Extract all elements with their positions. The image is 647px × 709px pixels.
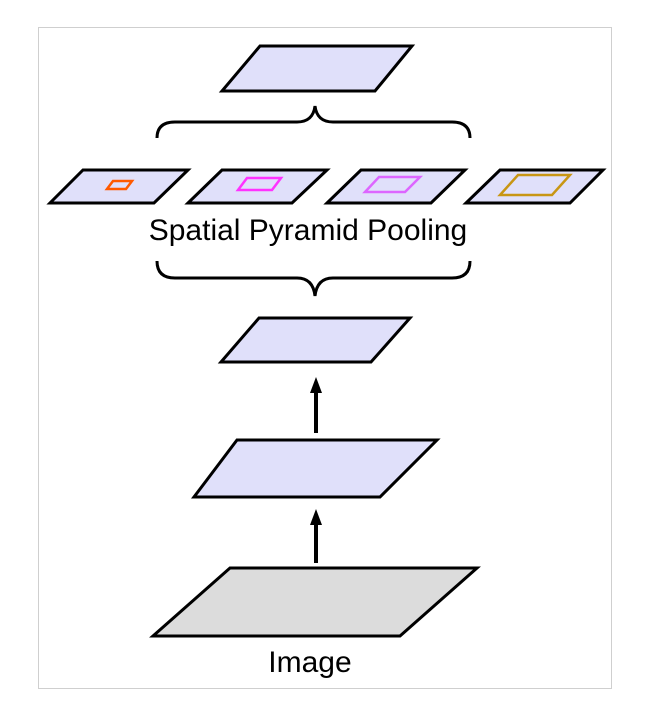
lower-brace-icon: [155, 260, 472, 297]
up-arrow-icon: [310, 377, 322, 433]
pooling-bin-3: [362, 175, 424, 194]
pooled-map-1: [46, 168, 192, 205]
image-label: Image: [268, 646, 351, 679]
up-arrow-icon: [310, 509, 322, 563]
pooling-bin-1: [104, 179, 135, 191]
output-layer: [218, 44, 416, 93]
pooling-label: Spatial Pyramid Pooling: [149, 214, 468, 247]
pooled-map-3: [323, 168, 469, 205]
feature-map-top: [217, 316, 414, 364]
pooling-bin-2: [235, 176, 284, 192]
pooling-bin-4: [497, 173, 573, 197]
upper-brace-icon: [155, 105, 472, 139]
pooled-map-4: [462, 168, 607, 205]
feature-map-middle: [190, 438, 441, 499]
pooled-map-2: [184, 168, 331, 205]
input-image-layer: [149, 566, 481, 638]
